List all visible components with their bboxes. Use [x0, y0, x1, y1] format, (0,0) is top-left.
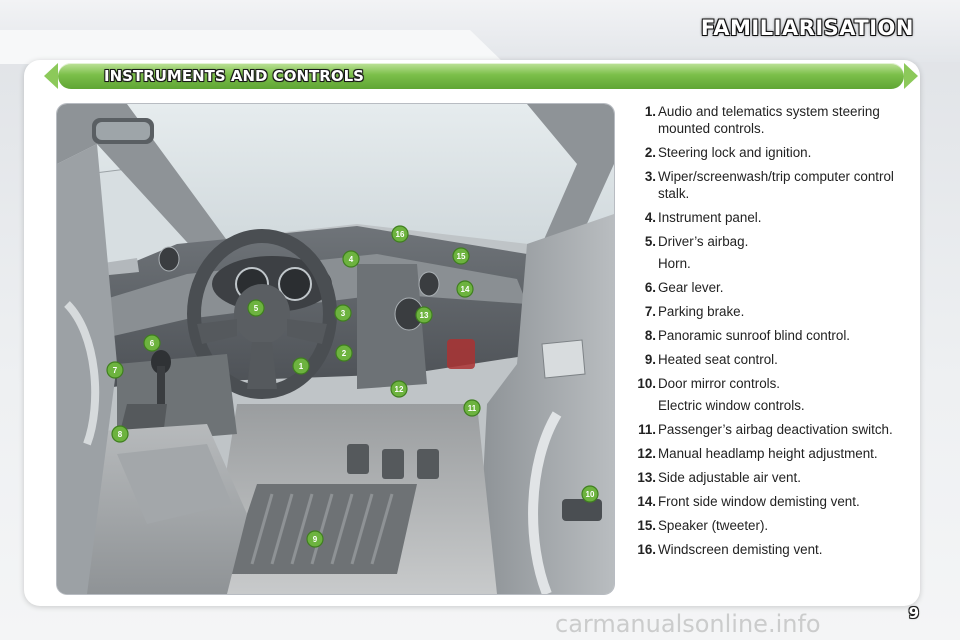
svg-text:8: 8: [118, 430, 123, 439]
page-title: FAMILIARISATION: [700, 16, 914, 40]
callout-12: 12: [390, 380, 408, 398]
legend-item: 1.Audio and telematics system steering m…: [644, 104, 880, 136]
callout-14: 14: [456, 280, 474, 298]
callout-15: 15: [452, 247, 470, 265]
legend-item: 6.Gear lever.: [644, 280, 724, 295]
header-tab: [0, 30, 505, 64]
svg-text:13: 13: [420, 311, 429, 320]
section-title: INSTRUMENTS AND CONTROLS: [104, 67, 364, 85]
svg-text:2: 2: [342, 349, 347, 358]
callout-13: 13: [415, 306, 433, 324]
legend-item: 12.Manual headlamp height adjustment.: [637, 446, 878, 461]
legend-item: 9.Heated seat control.: [644, 352, 778, 367]
page-number: 9: [908, 604, 919, 622]
watermark: carmanualsonline.info: [555, 610, 821, 638]
callout-5: 5: [247, 299, 265, 317]
legend-item: 7.Parking brake.: [644, 304, 745, 319]
svg-text:1: 1: [299, 362, 304, 371]
legend-item: 16.Windscreen demisting vent.: [637, 542, 823, 557]
svg-text:9: 9: [313, 535, 318, 544]
callout-11: 11: [463, 399, 481, 417]
legend-item: 11.Passenger’s airbag deactivation switc…: [638, 422, 893, 437]
callout-9: 9: [306, 530, 324, 548]
svg-text:11: 11: [468, 404, 477, 413]
callout-16: 16: [391, 225, 409, 243]
legend-item: 15.Speaker (tweeter).: [637, 518, 769, 533]
svg-text:14: 14: [461, 285, 470, 294]
callout-2: 2: [335, 344, 353, 362]
svg-text:15: 15: [457, 252, 466, 261]
section-header: INSTRUMENTS AND CONTROLS: [44, 63, 918, 89]
dashboard-illustration: 1 2 3 4 5 6 7 8 9 10 11 12 13 14 15 16: [57, 104, 614, 594]
controls-legend: 1.Audio and telematics system steering m…: [628, 103, 900, 565]
svg-text:12: 12: [395, 385, 404, 394]
svg-text:3: 3: [341, 309, 346, 318]
callout-10: 10: [581, 485, 599, 503]
callout-8: 8: [111, 425, 129, 443]
callout-7: 7: [106, 361, 124, 379]
svg-text:10: 10: [586, 490, 595, 499]
svg-text:7: 7: [113, 366, 118, 375]
svg-text:4: 4: [349, 255, 354, 264]
legend-item: 13.Side adjustable air vent.: [637, 470, 801, 485]
legend-item: 10.Door mirror controls.Electric window …: [637, 376, 805, 413]
legend-item: 8.Panoramic sunroof blind control.: [644, 328, 851, 343]
legend-item: 4.Instrument panel.: [644, 210, 762, 225]
callout-6: 6: [143, 334, 161, 352]
callout-1: 1: [292, 357, 310, 375]
legend-item: 3.Wiper/screenwash/trip computer control…: [644, 169, 894, 201]
callout-4: 4: [342, 250, 360, 268]
callout-3: 3: [334, 304, 352, 322]
legend-item: 14.Front side window demisting vent.: [637, 494, 860, 509]
legend-item: 2.Steering lock and ignition.: [644, 145, 812, 160]
svg-text:6: 6: [150, 339, 155, 348]
legend-item: 5.Driver’s airbag.Horn.: [644, 234, 749, 271]
svg-text:16: 16: [396, 230, 405, 239]
svg-text:5: 5: [254, 304, 259, 313]
